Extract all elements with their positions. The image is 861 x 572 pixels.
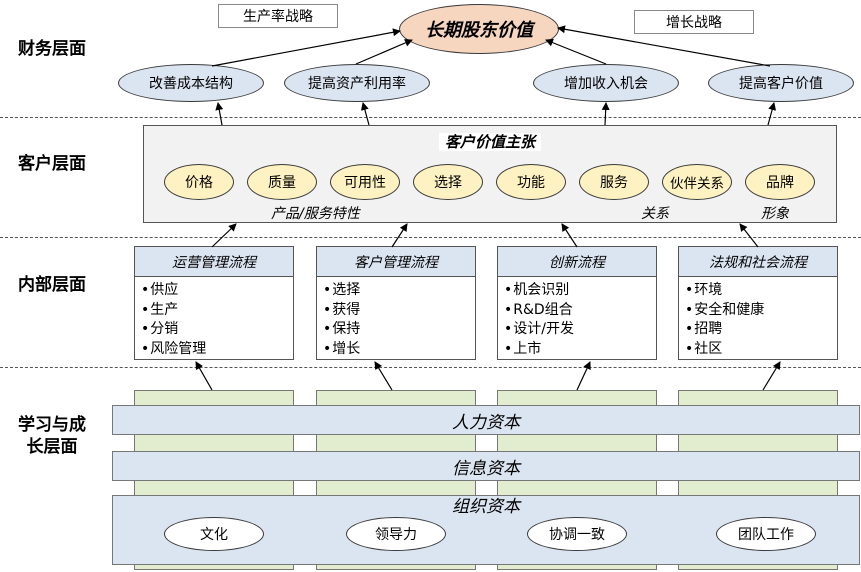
arrow-regulatory-to-customer xyxy=(739,223,759,248)
process-item: 招聘 xyxy=(685,320,837,340)
financial-oval-asset-utilization: 提高资产利用率 xyxy=(284,64,430,102)
arrow-innovation-to-customer xyxy=(561,223,578,248)
arrow-customer-to-cost xyxy=(215,102,224,126)
culture-oval-leadership: 领导力 xyxy=(346,517,446,551)
culture-oval-culture: 文化 xyxy=(164,517,264,551)
financial-oval-revenue-opportunity: 增加收入机会 xyxy=(533,64,679,102)
customer-title-text: 客户价值主张 xyxy=(438,133,541,151)
process-box-customer-management: 客户管理流程 选择 获得 保持 增长 xyxy=(316,246,476,360)
arrow-operations-to-customer xyxy=(211,223,237,248)
customer-group-product-attributes: 产品/服务特性 xyxy=(271,206,360,222)
layer-label-internal: 内部层面 xyxy=(18,275,86,295)
separator-internal-learning xyxy=(0,367,861,368)
customer-attr-brand: 品牌 xyxy=(745,164,815,200)
process-item: 安全和健康 xyxy=(685,301,837,321)
separator-financial-customer xyxy=(0,117,861,118)
culture-oval-alignment: 协调一致 xyxy=(527,517,627,551)
customer-attr-partnership: 伙伴关系 xyxy=(662,164,732,200)
customer-attr-availability: 可用性 xyxy=(330,164,400,200)
process-title: 法规和社会流程 xyxy=(679,247,837,277)
process-item-list: 供应 生产 分销 风险管理 xyxy=(135,277,293,359)
process-item: 环境 xyxy=(685,281,837,301)
process-item: 供应 xyxy=(141,281,293,301)
process-box-operations: 运营管理流程 供应 生产 分销 风险管理 xyxy=(134,246,294,360)
productivity-strategy-label: 生产率战略 xyxy=(218,4,338,28)
process-item: 选择 xyxy=(323,281,475,301)
customer-attr-function: 功能 xyxy=(496,164,566,200)
shareholder-value-goal: 长期股东价值 xyxy=(399,4,559,54)
process-item: 生产 xyxy=(141,301,293,321)
arrow-customer-to-revenue xyxy=(601,102,610,126)
process-title: 运营管理流程 xyxy=(135,247,293,277)
layer-label-customer: 客户层面 xyxy=(18,154,86,174)
customer-attr-quality: 质量 xyxy=(247,164,317,200)
arrow-custmgmt-to-customer xyxy=(391,223,408,248)
arrow-asset-to-goal xyxy=(355,39,413,65)
process-item: 风险管理 xyxy=(141,340,293,360)
process-item: 分销 xyxy=(141,320,293,340)
arrow-revenue-to-goal xyxy=(545,38,607,65)
layer-label-financial: 财务层面 xyxy=(18,39,86,59)
process-item: 上市 xyxy=(504,340,656,360)
process-item-list: 选择 获得 保持 增长 xyxy=(317,277,475,359)
process-item: 社区 xyxy=(685,340,837,360)
growth-strategy-label: 增长战略 xyxy=(634,10,754,34)
process-item: 增长 xyxy=(323,340,475,360)
process-item-list: 机会识别 R&D组合 设计/开发 上市 xyxy=(498,277,656,359)
customer-value-proposition-box: 客户价值主张 xyxy=(143,125,837,223)
culture-oval-teamwork: 团队工作 xyxy=(716,517,816,551)
customer-attr-price: 价格 xyxy=(164,164,234,200)
customer-attr-selection: 选择 xyxy=(413,164,483,200)
layer-label-learning: 学习与成 长层面 xyxy=(18,415,86,457)
process-box-innovation: 创新流程 机会识别 R&D组合 设计/开发 上市 xyxy=(497,246,657,360)
customer-group-relationship: 关系 xyxy=(641,206,669,222)
process-item: 保持 xyxy=(323,320,475,340)
customer-value-proposition-title: 客户价值主张 xyxy=(144,131,836,152)
process-item: R&D组合 xyxy=(504,301,656,321)
arrow-customer-to-customervalue xyxy=(767,102,777,126)
organization-capital-title: 组织资本 xyxy=(452,497,520,517)
process-title: 创新流程 xyxy=(498,247,656,277)
arrow-cost-to-goal xyxy=(211,28,401,67)
customer-attr-service: 服务 xyxy=(579,164,649,200)
process-item: 机会识别 xyxy=(504,281,656,301)
process-title: 客户管理流程 xyxy=(317,247,475,277)
customer-group-image: 形象 xyxy=(761,206,789,222)
arrow-customer-to-asset xyxy=(360,102,370,126)
financial-oval-cost-structure: 改善成本结构 xyxy=(118,64,264,102)
financial-oval-customer-value: 提高客户价值 xyxy=(708,64,854,102)
process-item: 设计/开发 xyxy=(504,320,656,340)
process-box-regulatory-social: 法规和社会流程 环境 安全和健康 招聘 社区 xyxy=(678,246,838,360)
human-capital-band: 人力资本 xyxy=(112,405,860,435)
information-capital-band: 信息资本 xyxy=(112,451,860,481)
process-item-list: 环境 安全和健康 招聘 社区 xyxy=(679,277,837,359)
separator-customer-internal xyxy=(0,237,861,238)
process-item: 获得 xyxy=(323,301,475,321)
